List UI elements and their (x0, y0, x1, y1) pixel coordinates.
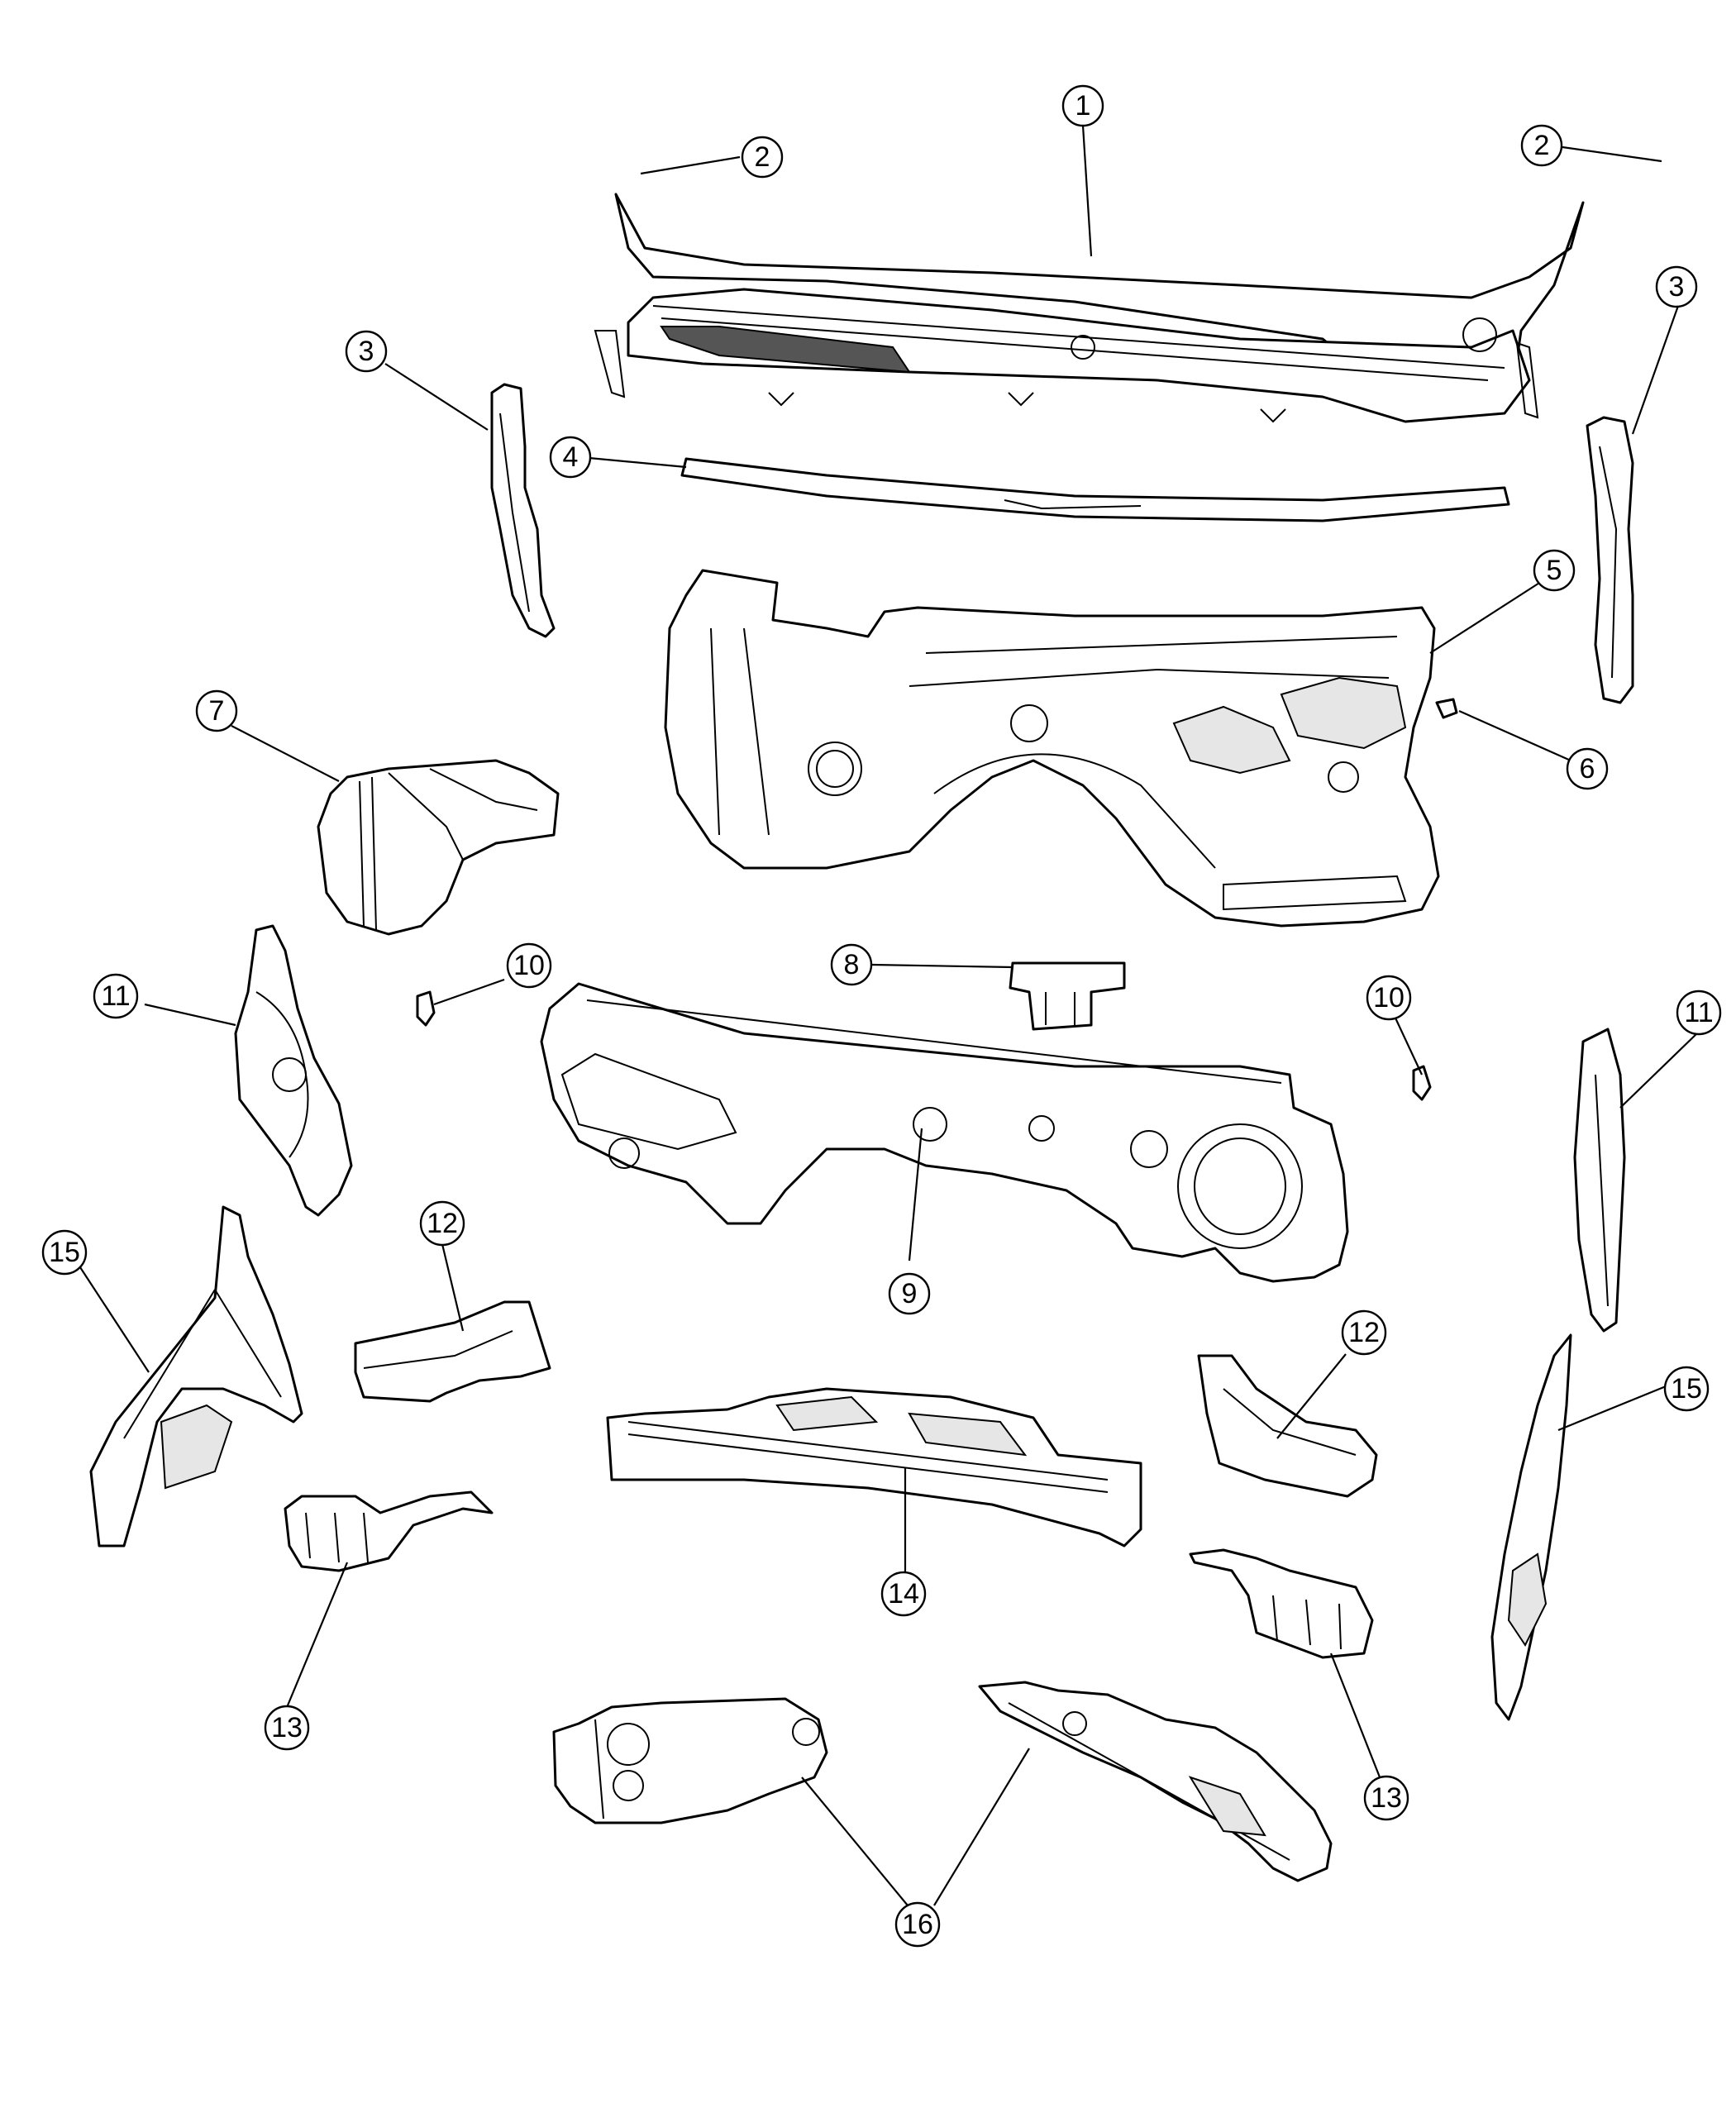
callout-13-left: 13 (264, 1705, 310, 1751)
callout-11-right-label: 11 (1684, 997, 1713, 1028)
callout-8: 8 (830, 943, 873, 986)
callout-13-right-label: 13 (1371, 1782, 1402, 1814)
callout-12-left: 12 (419, 1200, 465, 1247)
part-5-dash-silencer (664, 569, 1440, 928)
callout-10-right: 10 (1366, 975, 1412, 1021)
part-9-dash-inner (540, 982, 1349, 1283)
part-4-seal-strip (680, 457, 1510, 522)
callout-2-right: 2 (1520, 124, 1563, 167)
part-3-side-cowl-left (490, 383, 556, 638)
callout-15-left-label: 15 (49, 1237, 80, 1268)
callout-1: 1 (1061, 84, 1104, 127)
callout-16: 16 (894, 1901, 941, 1948)
callout-5-label: 5 (1547, 555, 1562, 586)
part-1-cowl-panel (594, 193, 1585, 423)
callout-3-right-label: 3 (1669, 271, 1685, 303)
callout-12-left-label: 12 (427, 1208, 458, 1239)
part-10-clip-right (1412, 1065, 1432, 1101)
callout-9: 9 (888, 1272, 931, 1315)
callout-3-right: 3 (1655, 265, 1698, 308)
part-16-wheelhouse-right (978, 1681, 1333, 1882)
callout-16-label: 16 (902, 1909, 933, 1940)
callout-4: 4 (549, 436, 592, 479)
callout-7-label: 7 (209, 695, 225, 727)
callout-10-left: 10 (506, 942, 552, 989)
part-8-bracket (1009, 961, 1126, 1031)
part-3-side-cowl-right (1586, 416, 1634, 704)
part-6-fastener (1435, 698, 1458, 719)
part-11-panel-right (1573, 1028, 1626, 1333)
part-13-bracket-left (284, 1490, 494, 1572)
callout-8-label: 8 (844, 949, 860, 980)
callout-7: 7 (195, 689, 238, 732)
callout-12-right-label: 12 (1348, 1317, 1380, 1348)
callout-3-left: 3 (345, 330, 388, 373)
part-13-bracket-right (1189, 1548, 1374, 1659)
callout-13-right: 13 (1363, 1775, 1409, 1821)
part-15-fender-shield-left (89, 1205, 303, 1548)
callout-14-label: 14 (888, 1578, 919, 1610)
callout-15-left: 15 (41, 1229, 88, 1276)
callout-1-label: 1 (1075, 90, 1091, 122)
callout-4-label: 4 (563, 441, 579, 473)
callout-14: 14 (880, 1571, 927, 1617)
callout-2-right-label: 2 (1534, 130, 1550, 161)
callout-11-left-label: 11 (101, 980, 130, 1012)
callout-11-right: 11 (1676, 990, 1722, 1036)
part-10-clip-left (416, 990, 436, 1027)
callout-5: 5 (1533, 549, 1576, 592)
callout-2-left: 2 (741, 136, 784, 179)
callout-12-right: 12 (1341, 1309, 1387, 1356)
part-11-panel-left (234, 924, 353, 1217)
callout-10-right-label: 10 (1373, 982, 1405, 1013)
callout-11-left: 11 (93, 973, 139, 1019)
part-12-duct-left (354, 1300, 551, 1403)
callout-15-right-label: 15 (1671, 1373, 1702, 1405)
callout-15-right: 15 (1663, 1366, 1710, 1412)
part-16-wheelhouse-left (552, 1697, 828, 1824)
callout-6: 6 (1566, 747, 1609, 790)
part-7-insulator (317, 759, 560, 936)
callout-2-left-label: 2 (755, 141, 770, 173)
leader-lines (78, 125, 1700, 1906)
callout-6-label: 6 (1580, 753, 1595, 785)
callout-3-left-label: 3 (359, 336, 374, 367)
callout-13-left-label: 13 (271, 1712, 303, 1743)
part-15-fender-shield-right (1490, 1333, 1572, 1721)
part-14-crossmember (606, 1387, 1142, 1548)
callout-10-left-label: 10 (513, 950, 545, 981)
callout-9-label: 9 (902, 1278, 918, 1309)
